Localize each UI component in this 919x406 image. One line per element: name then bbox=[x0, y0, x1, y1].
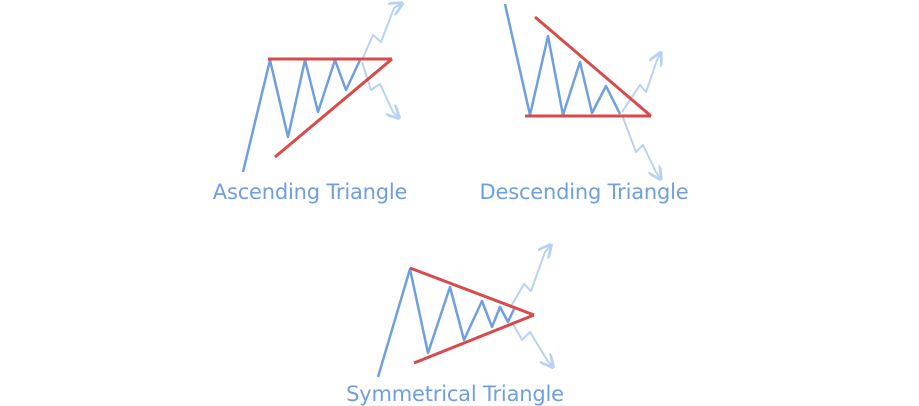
descending-price-line bbox=[503, 3, 622, 117]
symmetrical-breakout-down-arrow bbox=[511, 321, 552, 366]
descending-breakout-up-arrow bbox=[621, 54, 660, 113]
symmetrical-breakout-up-arrow bbox=[509, 246, 550, 309]
descending-resistance-line bbox=[534, 15, 652, 118]
symmetrical-triangle-label: Symmetrical Triangle bbox=[346, 382, 564, 406]
symmetrical-price-line bbox=[376, 267, 516, 378]
descending-triangle-label: Descending Triangle bbox=[479, 180, 689, 204]
ascending-support-line bbox=[274, 57, 393, 159]
ascending-breakout-up-arrow bbox=[361, 4, 401, 61]
symmetrical-upper-trend-line bbox=[409, 266, 535, 317]
descending-triangle-pattern bbox=[503, 3, 660, 178]
ascending-price-line bbox=[241, 58, 362, 173]
descending-breakout-down-arrow bbox=[621, 114, 660, 178]
symmetrical-lower-trend-line bbox=[413, 313, 535, 365]
ascending-triangle-label: Ascending Triangle bbox=[212, 180, 408, 204]
symmetrical-triangle-pattern bbox=[376, 246, 552, 378]
ascending-triangle-pattern bbox=[241, 4, 401, 173]
